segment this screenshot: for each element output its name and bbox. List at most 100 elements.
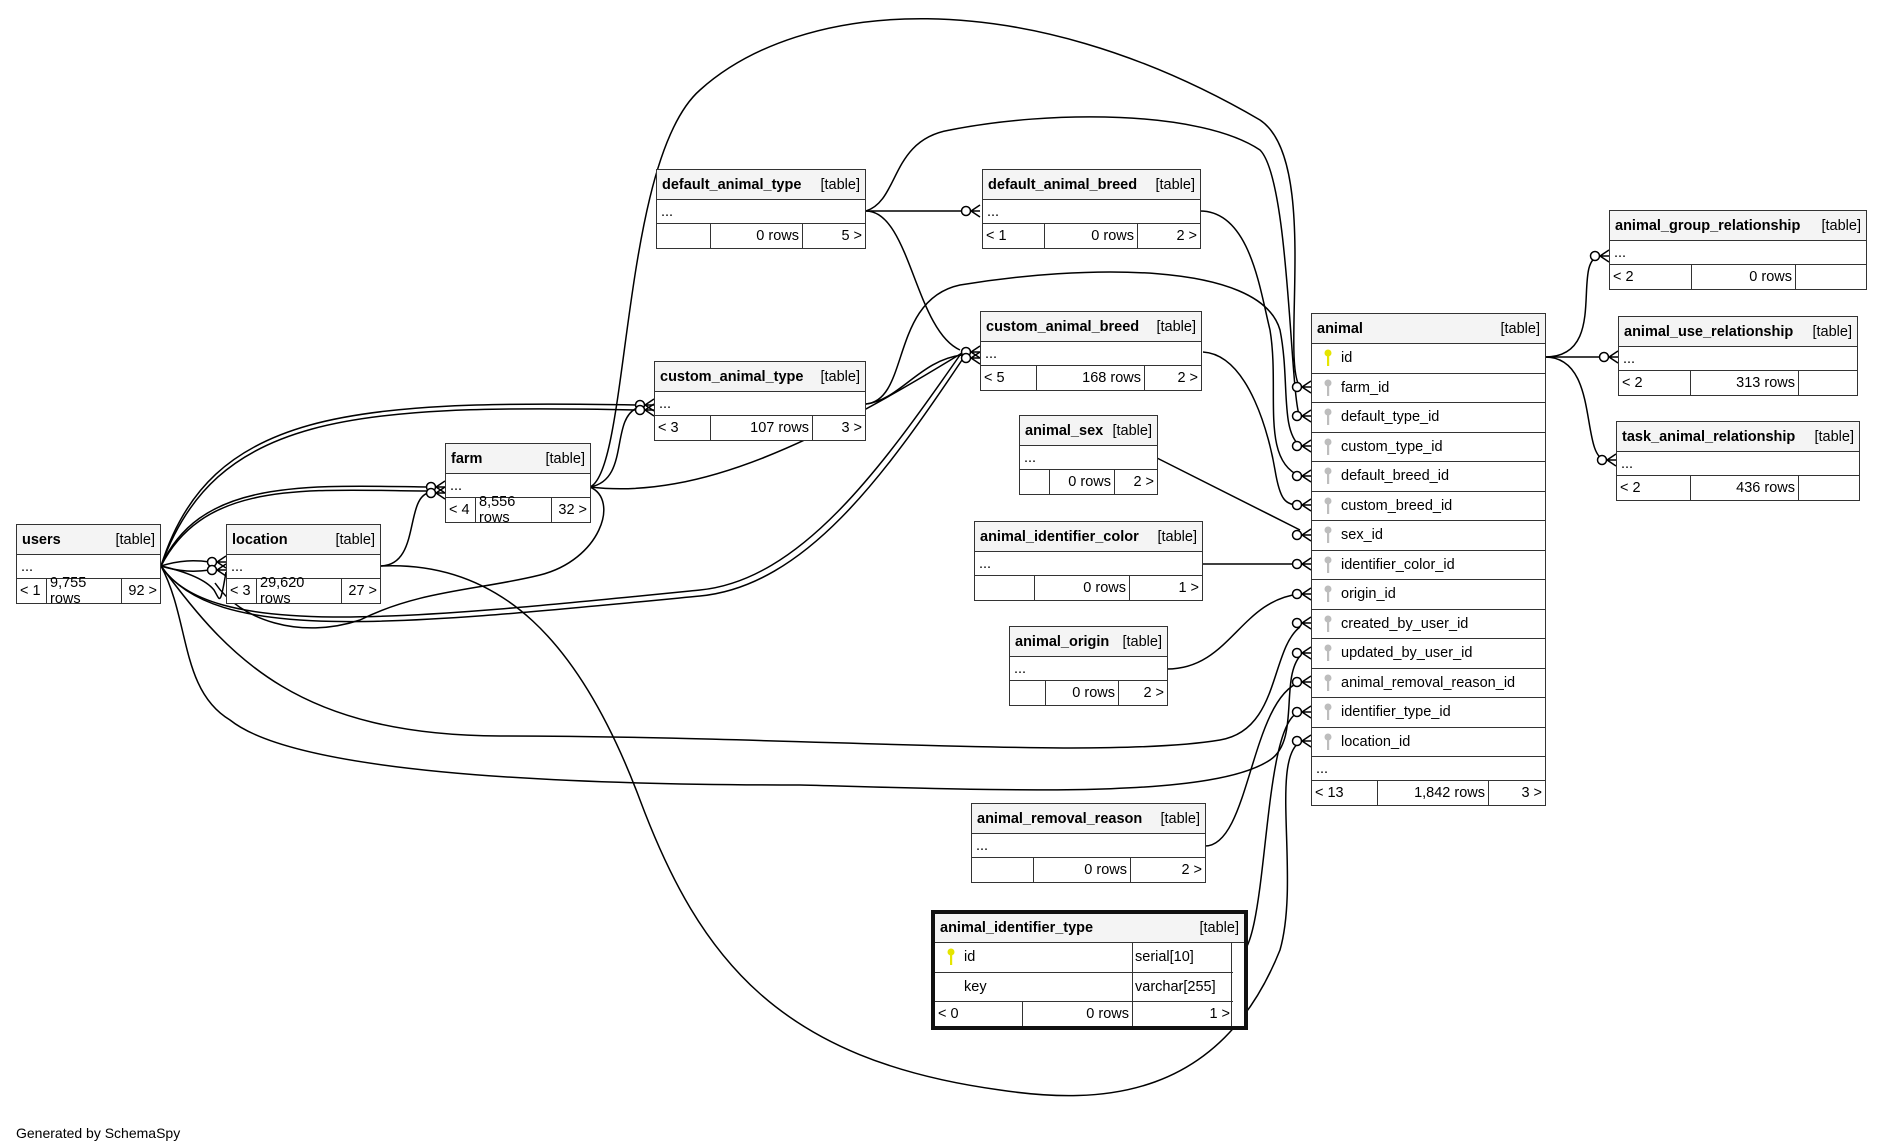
table-type: [table] xyxy=(1156,318,1197,335)
parents-link[interactable] xyxy=(972,858,1034,882)
table-animal-identifier-color[interactable]: animal_identifier_color[table] ... 0 row… xyxy=(974,521,1203,601)
column-row-custom-type-id[interactable]: custom_type_id xyxy=(1312,433,1545,462)
table-type: [table] xyxy=(545,450,586,467)
table-name: animal xyxy=(1317,320,1363,337)
column-name: custom_type_id xyxy=(1341,438,1443,455)
fk-marker-animal xyxy=(1291,646,1312,660)
fk-marker-use xyxy=(1598,350,1619,364)
column-row-location-id[interactable]: location_id xyxy=(1312,728,1545,757)
column-type: varchar[255] xyxy=(1135,978,1216,995)
children-link[interactable]: 5 > xyxy=(841,228,862,244)
parents-link[interactable] xyxy=(657,224,711,248)
children-link[interactable] xyxy=(1796,265,1866,289)
children-link[interactable] xyxy=(1799,371,1857,395)
column-row-id[interactable]: id xyxy=(1312,344,1545,374)
primary-key-icon xyxy=(943,948,959,966)
edge-default-type-custom-breed xyxy=(865,210,961,351)
table-type: [table] xyxy=(1199,920,1240,936)
column-row-origin-id[interactable]: origin_id xyxy=(1312,580,1545,610)
table-name: custom_animal_type xyxy=(660,368,804,385)
columns-ellipsis: ... xyxy=(1010,657,1167,681)
parents-link[interactable]: < 2 xyxy=(1619,371,1691,395)
parents-link[interactable] xyxy=(1020,470,1050,494)
column-row-identifier-color-id[interactable]: identifier_color_id xyxy=(1312,551,1545,580)
parents-link[interactable]: < 3 xyxy=(655,416,711,440)
parents-link[interactable]: < 4 xyxy=(446,498,476,522)
fk-marker-animal xyxy=(1291,528,1312,542)
children-link[interactable]: 32 > xyxy=(558,502,587,518)
edge-animal-group xyxy=(1544,255,1601,358)
children-link[interactable]: 2 > xyxy=(1133,474,1154,490)
parents-link[interactable]: < 0 xyxy=(935,1002,1023,1026)
foreign-key-icon xyxy=(1320,438,1336,456)
columns-ellipsis: ... xyxy=(1312,757,1545,781)
parents-link[interactable]: < 2 xyxy=(1617,476,1691,500)
fk-marker-animal xyxy=(1291,469,1312,483)
edge-default-type-animal xyxy=(865,116,1301,418)
fk-marker-animal xyxy=(1291,734,1312,748)
children-link[interactable]: 3 > xyxy=(1521,785,1542,801)
column-row-sex-id[interactable]: sex_id xyxy=(1312,521,1545,551)
column-row-farm-id[interactable]: farm_id xyxy=(1312,374,1545,403)
table-type: [table] xyxy=(1122,633,1163,650)
table-type: [table] xyxy=(115,531,156,548)
parents-link[interactable]: < 13 xyxy=(1312,781,1378,805)
table-type: [table] xyxy=(1500,320,1541,337)
column-row-custom-breed-id[interactable]: custom_breed_id xyxy=(1312,492,1545,521)
children-link[interactable]: 2 > xyxy=(1176,228,1197,244)
fk-marker-custom-breed xyxy=(960,351,981,365)
fk-marker-location xyxy=(206,555,227,569)
table-name: animal_group_relationship xyxy=(1615,217,1801,234)
table-animal-identifier-type[interactable]: animal_identifier_type[table] id serial[… xyxy=(931,910,1248,1030)
children-link[interactable]: 2 > xyxy=(1181,862,1202,878)
column-row-identifier-type-id[interactable]: identifier_type_id xyxy=(1312,698,1545,728)
children-link[interactable]: 27 > xyxy=(348,583,377,599)
column-row-animal-removal-reason-id[interactable]: animal_removal_reason_id xyxy=(1312,669,1545,698)
children-link[interactable]: 3 > xyxy=(841,420,862,436)
edge-users-location xyxy=(160,565,211,572)
foreign-key-icon xyxy=(1320,615,1336,633)
column-name: farm_id xyxy=(1341,379,1390,396)
table-type: [table] xyxy=(820,176,861,193)
children-link[interactable]: 2 > xyxy=(1177,370,1198,386)
table-name: animal_use_relationship xyxy=(1624,323,1794,340)
edge-sex-animal xyxy=(1156,457,1301,531)
parents-link[interactable]: < 1 xyxy=(17,579,47,603)
fk-marker-animal xyxy=(1291,409,1312,423)
parents-link[interactable] xyxy=(1010,681,1046,705)
parents-link[interactable]: < 5 xyxy=(981,366,1037,390)
table-name: default_animal_breed xyxy=(988,176,1138,193)
column-row-created-by-user-id[interactable]: created_by_user_id xyxy=(1312,610,1545,639)
children-link[interactable] xyxy=(1799,476,1859,500)
parents-link[interactable] xyxy=(975,576,1035,600)
children-link[interactable]: 2 > xyxy=(1143,685,1164,701)
parents-link[interactable]: < 3 xyxy=(227,579,257,603)
fk-marker-farm xyxy=(425,486,446,500)
row-count: 0 rows xyxy=(1050,470,1115,494)
table-type: [table] xyxy=(1821,217,1862,234)
foreign-key-icon xyxy=(1320,556,1336,574)
table-animal-group-relationship[interactable]: animal_group_relationship[table] ... < 2… xyxy=(1609,210,1867,290)
column-row-default-breed-id[interactable]: default_breed_id xyxy=(1312,462,1545,492)
column-name: id xyxy=(964,949,976,966)
parents-link[interactable]: < 1 xyxy=(983,224,1045,248)
children-link[interactable]: 1 > xyxy=(1178,580,1199,596)
children-link[interactable]: 1 > xyxy=(1209,1006,1230,1022)
parents-link[interactable]: < 2 xyxy=(1610,265,1692,289)
column-row-updated-by-user-id[interactable]: updated_by_user_id xyxy=(1312,639,1545,669)
children-link[interactable]: 92 > xyxy=(128,583,157,599)
column-row-default-type-id[interactable]: default_type_id xyxy=(1312,403,1545,433)
